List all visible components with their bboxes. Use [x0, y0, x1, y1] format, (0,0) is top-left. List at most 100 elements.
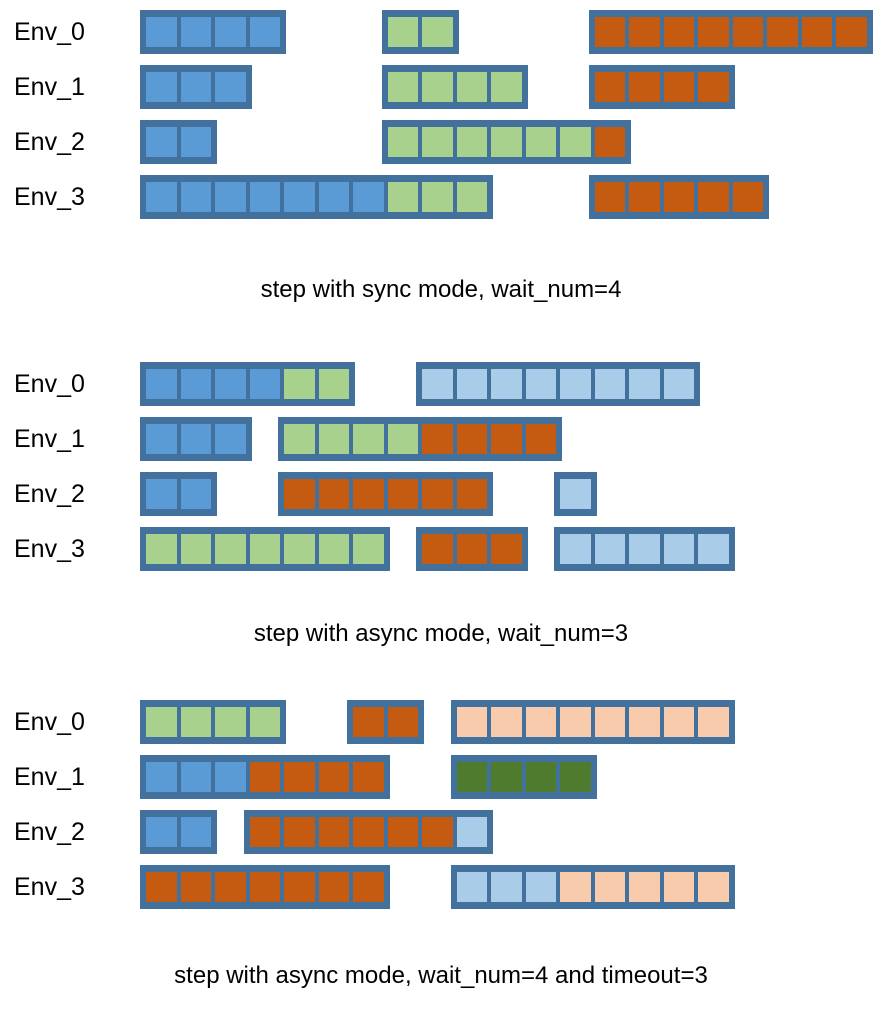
step-cell-green	[385, 70, 420, 104]
step-cell-light-blue	[454, 870, 489, 904]
step-block	[140, 755, 390, 799]
step-cell-green	[351, 532, 386, 566]
step-cell-green	[420, 70, 455, 104]
step-block	[450, 865, 735, 909]
step-block	[243, 810, 493, 854]
step-cell-green	[420, 180, 455, 214]
step-cell-blue	[213, 422, 248, 456]
step-block	[140, 175, 493, 219]
step-cell-light-blue	[489, 870, 524, 904]
step-cell-blue	[316, 180, 351, 214]
step-cell-peach	[558, 705, 593, 739]
step-cell-orange	[696, 15, 731, 49]
timeline-row: Env_3	[0, 865, 882, 909]
timeline-row: Env_2	[0, 810, 882, 854]
step-block	[140, 10, 286, 54]
timeline-track	[0, 700, 882, 744]
step-cell-orange	[696, 180, 731, 214]
step-cell-blue	[144, 760, 179, 794]
timeline-track	[0, 120, 882, 164]
env-row-label: Env_0	[14, 370, 85, 398]
step-cell-blue	[247, 180, 282, 214]
step-cell-green	[213, 705, 248, 739]
step-cell-peach	[592, 870, 627, 904]
step-cell-orange	[420, 422, 455, 456]
step-cell-peach	[627, 870, 662, 904]
step-cell-orange	[661, 180, 696, 214]
step-cell-blue	[213, 15, 248, 49]
step-cell-light-blue	[661, 532, 696, 566]
step-cell-blue	[213, 70, 248, 104]
step-cell-green	[351, 422, 386, 456]
step-cell-blue	[178, 422, 213, 456]
step-cell-green	[144, 705, 179, 739]
step-cell-green	[385, 180, 420, 214]
step-cell-green	[558, 125, 593, 159]
step-cell-light-blue	[523, 870, 558, 904]
env-row-label: Env_3	[14, 535, 85, 563]
step-cell-light-blue	[558, 477, 593, 511]
step-cell-blue	[178, 367, 213, 401]
timeline-row: Env_0	[0, 10, 882, 54]
step-cell-blue	[178, 125, 213, 159]
step-cell-blue	[144, 70, 179, 104]
step-cell-green	[316, 422, 351, 456]
step-cell-blue	[178, 760, 213, 794]
step-block	[140, 362, 355, 406]
env-row-label: Env_2	[14, 128, 85, 156]
step-cell-blue	[144, 815, 179, 849]
step-cell-orange	[385, 815, 420, 849]
step-cell-green	[316, 532, 351, 566]
step-cell-orange	[730, 180, 765, 214]
step-cell-peach	[489, 705, 524, 739]
step-cell-orange	[489, 532, 524, 566]
step-block	[416, 362, 700, 406]
step-cell-blue	[144, 367, 179, 401]
step-block	[554, 472, 597, 516]
step-cell-light-blue	[661, 367, 696, 401]
step-cell-orange	[627, 15, 662, 49]
step-cell-blue	[178, 477, 213, 511]
step-cell-blue	[247, 367, 282, 401]
step-cell-blue	[247, 15, 282, 49]
step-cell-peach	[627, 705, 662, 739]
step-cell-blue	[144, 477, 179, 511]
section-caption: step with async mode, wait_num=4 and tim…	[174, 962, 708, 989]
step-cell-green	[282, 532, 317, 566]
step-cell-orange	[282, 477, 317, 511]
step-cell-green	[316, 367, 351, 401]
step-cell-peach	[661, 870, 696, 904]
step-cell-orange	[351, 477, 386, 511]
timeline-row: Env_1	[0, 65, 882, 109]
timeline-row: Env_2	[0, 120, 882, 164]
env-row-label: Env_1	[14, 425, 85, 453]
step-cell-peach	[558, 870, 593, 904]
timeline-track	[0, 527, 882, 571]
step-block	[140, 700, 286, 744]
step-cell-orange	[144, 870, 179, 904]
step-cell-green	[178, 705, 213, 739]
step-cell-green	[385, 422, 420, 456]
step-block	[140, 120, 217, 164]
step-cell-orange	[247, 870, 282, 904]
step-cell-green	[144, 532, 179, 566]
step-cell-orange	[661, 15, 696, 49]
step-block	[381, 65, 528, 109]
step-cell-orange	[592, 70, 627, 104]
section-caption: step with async mode, wait_num=3	[253, 620, 629, 647]
env-row-label: Env_3	[14, 183, 85, 211]
timeline-row: Env_0	[0, 362, 882, 406]
step-cell-peach	[454, 705, 489, 739]
step-cell-orange	[351, 870, 386, 904]
step-cell-light-blue	[558, 367, 593, 401]
step-block	[347, 700, 424, 744]
timeline-track	[0, 362, 882, 406]
step-cell-green	[213, 532, 248, 566]
step-cell-green	[454, 180, 489, 214]
step-cell-orange	[661, 70, 696, 104]
step-cell-light-blue	[558, 532, 593, 566]
step-cell-peach	[696, 705, 731, 739]
step-cell-peach	[523, 705, 558, 739]
